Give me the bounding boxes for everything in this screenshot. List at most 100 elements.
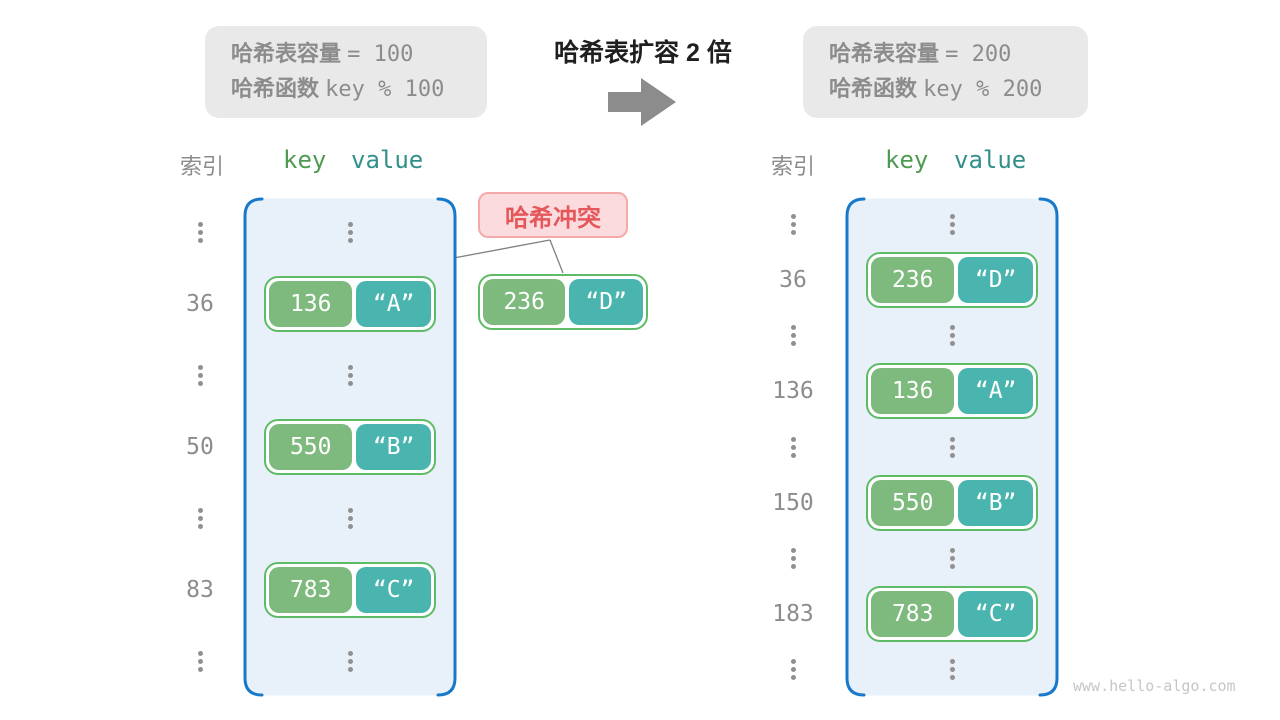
index-label: 36 xyxy=(186,291,214,318)
ellipsis-icon xyxy=(197,650,203,672)
bucket-cell: 236“D” xyxy=(845,252,1059,309)
kv-pair: 550“B” xyxy=(866,474,1038,531)
key-box: 550 xyxy=(871,479,955,526)
right-index-header: 索引 xyxy=(770,154,815,179)
bucket-cell xyxy=(243,483,457,554)
value-box: “D” xyxy=(958,257,1033,304)
ellipsis-icon xyxy=(197,222,203,244)
index-cell xyxy=(763,642,823,698)
hash-func-line: 哈希函数 key % 200 xyxy=(829,72,1088,107)
index-cell xyxy=(170,483,230,554)
bucket-cell: 136“A” xyxy=(243,268,457,339)
key-box: 236 xyxy=(483,279,566,325)
index-cell: 36 xyxy=(763,253,823,309)
kv-pair: 136“A” xyxy=(264,276,436,333)
bucket-cell xyxy=(845,531,1059,586)
right-bucket-array: 236“D” 136“A” 550“B” 783“C” xyxy=(845,197,1059,697)
ellipsis-icon xyxy=(949,436,955,458)
ellipsis-icon xyxy=(790,547,796,569)
kv-pair: 236“D” xyxy=(866,252,1038,309)
index-cell: 136 xyxy=(763,364,823,420)
bucket-cell xyxy=(243,340,457,411)
bucket-cell: 783“C” xyxy=(243,554,457,625)
index-cell xyxy=(763,530,823,586)
hash-func-value: key % 100 xyxy=(325,77,445,102)
index-cell xyxy=(763,197,823,253)
index-label: 183 xyxy=(772,600,814,627)
ellipsis-icon xyxy=(790,658,796,680)
index-label: 150 xyxy=(772,489,814,516)
left-bucket-array: 136“A” 550“B” 783“C” xyxy=(243,197,457,697)
kv-pair: 783“C” xyxy=(866,585,1038,642)
bucket-cell: 136“A” xyxy=(845,363,1059,420)
hash-collision-badge: 哈希冲突 xyxy=(478,192,628,238)
right-key-header: key xyxy=(885,146,929,174)
index-cell: 83 xyxy=(170,554,230,625)
value-box: “A” xyxy=(958,368,1033,415)
left-key-header: key xyxy=(283,146,327,174)
capacity-label: 哈希表容量 xyxy=(231,41,342,66)
left-index-header: 索引 xyxy=(179,154,224,179)
hash-func-label: 哈希函数 xyxy=(829,76,918,101)
bucket-cell: 783“C” xyxy=(845,585,1059,642)
capacity-value: = 100 xyxy=(347,42,414,67)
value-box: “A” xyxy=(356,281,431,328)
right-bucket-column: 236“D” 136“A” 550“B” 783“C” xyxy=(845,197,1059,697)
index-cell: 36 xyxy=(170,268,230,339)
index-cell xyxy=(763,419,823,475)
index-cell xyxy=(170,340,230,411)
hash-func-label: 哈希函数 xyxy=(231,76,320,101)
ellipsis-icon xyxy=(949,658,955,680)
key-box: 783 xyxy=(871,590,955,637)
right-arrow-icon xyxy=(608,92,642,112)
ellipsis-icon xyxy=(790,325,796,347)
capacity-line: 哈希表容量 = 100 xyxy=(231,37,487,72)
bucket-cell xyxy=(845,197,1059,252)
value-box: “C” xyxy=(356,566,431,613)
index-cell xyxy=(170,197,230,268)
watermark: www.hello-algo.com xyxy=(1073,677,1236,695)
left-bucket-column: 136“A” 550“B” 783“C” xyxy=(243,197,457,697)
hash-func-value: key % 200 xyxy=(923,77,1043,102)
index-cell xyxy=(170,626,230,697)
ellipsis-icon xyxy=(949,325,955,347)
bucket-cell xyxy=(845,419,1059,474)
index-label: 36 xyxy=(779,267,807,294)
kv-pair: 236 “D” xyxy=(478,274,648,330)
index-cell xyxy=(763,308,823,364)
capacity-value: = 200 xyxy=(945,42,1012,67)
key-box: 783 xyxy=(269,566,353,613)
right-index-column: 36 136 150 183 xyxy=(763,197,823,697)
bucket-cell: 550“B” xyxy=(243,411,457,482)
ellipsis-icon xyxy=(790,436,796,458)
capacity-line: 哈希表容量 = 200 xyxy=(829,37,1088,72)
ellipsis-icon xyxy=(949,214,955,236)
key-box: 136 xyxy=(269,281,353,328)
bucket-cell xyxy=(243,626,457,697)
ellipsis-icon xyxy=(197,507,203,529)
value-box: “B” xyxy=(356,423,431,470)
kv-pair: 550“B” xyxy=(264,418,436,475)
index-label: 50 xyxy=(186,433,214,460)
kv-pair: 136“A” xyxy=(866,363,1038,420)
ellipsis-icon xyxy=(347,365,353,387)
value-box: “B” xyxy=(958,479,1033,526)
info-box-after: 哈希表容量 = 200 哈希函数 key % 200 xyxy=(803,26,1088,118)
index-label: 83 xyxy=(186,576,214,603)
info-box-before: 哈希表容量 = 100 哈希函数 key % 100 xyxy=(205,26,487,118)
hash-func-line: 哈希函数 key % 100 xyxy=(231,72,487,107)
index-label: 136 xyxy=(772,378,814,405)
left-value-header: value xyxy=(351,146,424,174)
bucket-cell xyxy=(243,197,457,268)
capacity-label: 哈希表容量 xyxy=(829,41,940,66)
value-box: “C” xyxy=(958,590,1033,637)
diagram-title: 哈希表扩容 2 倍 xyxy=(554,39,732,67)
key-box: 236 xyxy=(871,257,955,304)
ellipsis-icon xyxy=(949,547,955,569)
ellipsis-icon xyxy=(197,365,203,387)
right-value-header: value xyxy=(954,146,1027,174)
ellipsis-icon xyxy=(347,650,353,672)
bucket-cell xyxy=(845,642,1059,697)
colliding-pair: 236 “D” xyxy=(478,274,648,330)
